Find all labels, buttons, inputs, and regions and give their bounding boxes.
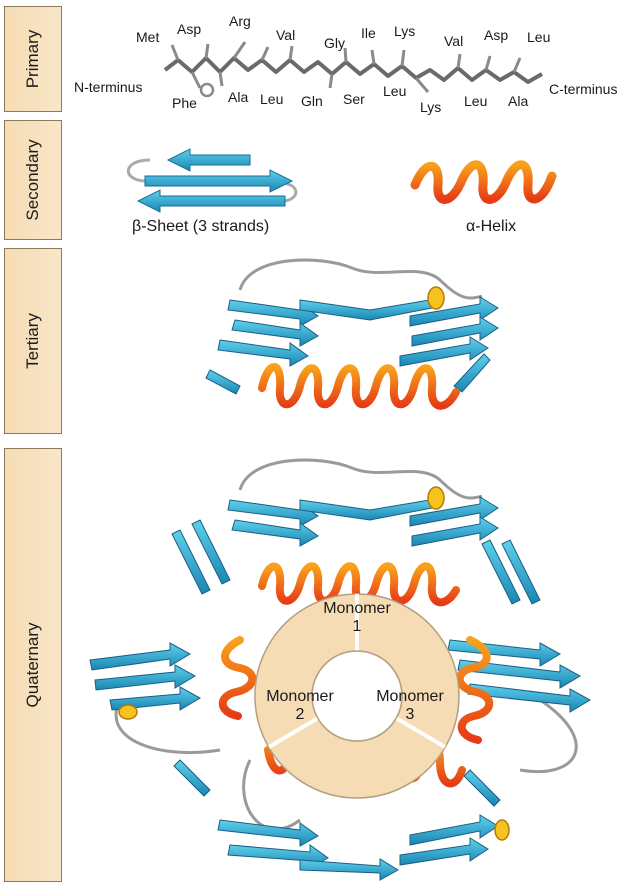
residue-label: Ser (343, 92, 365, 106)
residue-label: Lys (394, 24, 415, 38)
residue-label: Val (444, 34, 463, 48)
monomer-2-label: Monomer 2 (258, 688, 342, 723)
residue-label: Gln (301, 94, 323, 108)
residue-label: Ala (508, 94, 528, 108)
residue-label: Leu (383, 84, 406, 98)
residue-label: Arg (229, 14, 251, 28)
residue-label: Lys (420, 100, 441, 114)
monomer-1-number: 1 (315, 618, 399, 636)
residue-label: Asp (177, 22, 201, 36)
monomer-2-number: 2 (258, 706, 342, 724)
monomer-2-name: Monomer (258, 688, 342, 706)
n-terminus-label: N-terminus (74, 80, 142, 94)
residue-label: Phe (172, 96, 197, 110)
monomer-3-number: 3 (368, 706, 452, 724)
residue-label: Leu (464, 94, 487, 108)
alpha-helix-label: α-Helix (466, 218, 516, 236)
monomer-3-label: Monomer 3 (368, 688, 452, 723)
residue-label: Leu (260, 92, 283, 106)
monomer-3-name: Monomer (368, 688, 452, 706)
monomer-1-label: Monomer 1 (315, 600, 399, 635)
residue-label: Asp (484, 28, 508, 42)
residue-label: Ala (228, 90, 248, 104)
residue-label: Val (276, 28, 295, 42)
residue-label: Gly (324, 36, 345, 50)
residue-label: Ile (361, 26, 376, 40)
residue-label: Leu (527, 30, 550, 44)
beta-sheet-label: β-Sheet (3 strands) (132, 218, 269, 236)
quaternary-structure (90, 460, 590, 880)
monomer-1-name: Monomer (315, 600, 399, 618)
tertiary-structure (206, 260, 498, 406)
c-terminus-label: C-terminus (549, 82, 617, 96)
beta-sheet-shape (128, 149, 296, 212)
alpha-helix-shape (415, 165, 552, 200)
residue-label: Met (136, 30, 159, 44)
peptide-chain (165, 42, 542, 96)
